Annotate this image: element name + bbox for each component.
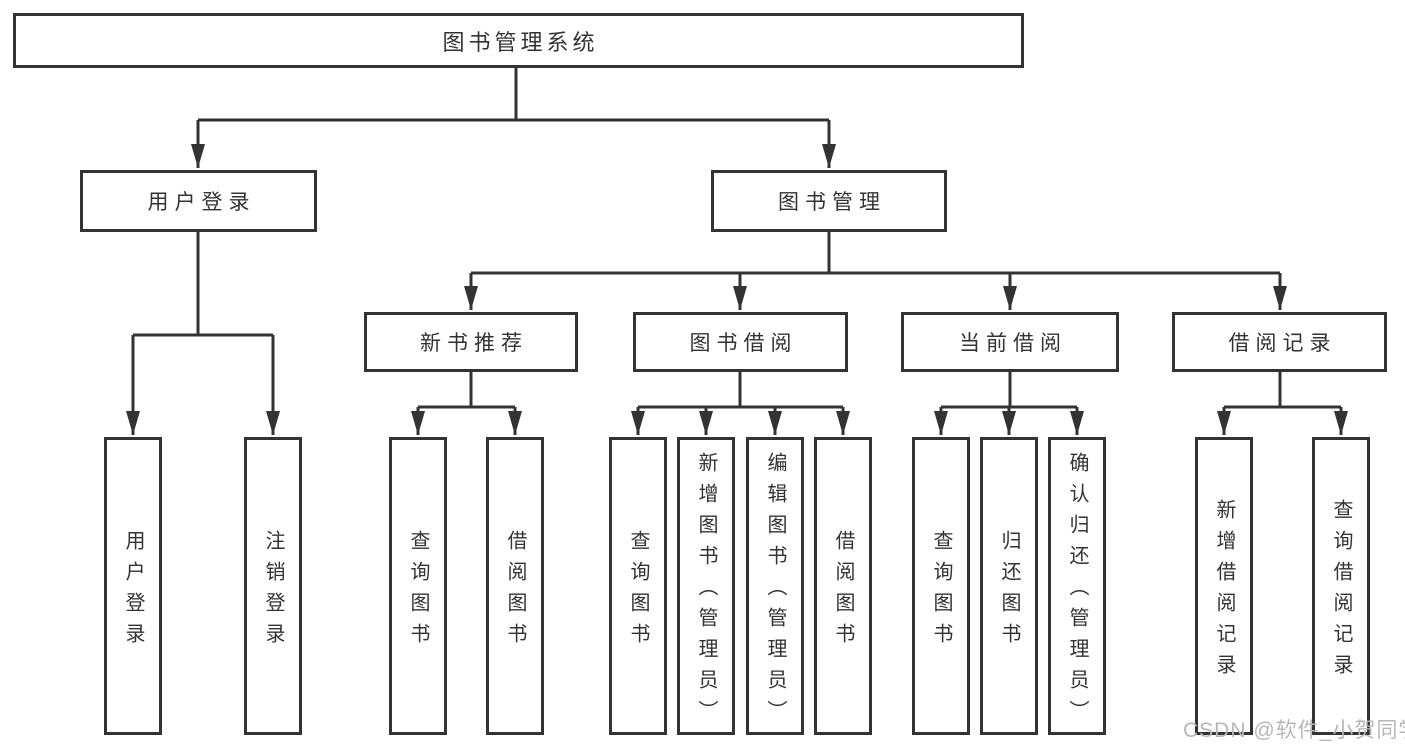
node-borrow-records-label: 借阅记录 bbox=[1228, 332, 1337, 355]
connector-user-login-children bbox=[133, 231, 273, 337]
node-leaf-return-book-label: 归还图书 bbox=[998, 529, 1020, 654]
node-root-system: 图书管理系统 bbox=[13, 13, 1024, 68]
node-leaf-borrow-books-1-label: 借阅图书 bbox=[504, 529, 526, 654]
node-leaf-confirm-return-admin: 确认归还（管理员） bbox=[1048, 437, 1106, 735]
node-new-book-recommend-label: 新书推荐 bbox=[420, 332, 528, 355]
node-leaf-borrow-books-2-label: 借阅图书 bbox=[832, 529, 854, 654]
connector-current-borrow-children bbox=[941, 370, 1077, 409]
connector-book-management-children bbox=[471, 231, 1280, 275]
node-leaf-user-login-label: 用户登录 bbox=[122, 529, 144, 654]
node-leaf-query-books-2-label: 查询图书 bbox=[627, 529, 649, 654]
node-book-borrow: 图书借阅 bbox=[633, 312, 848, 372]
connector-borrow-records-children bbox=[1224, 370, 1341, 409]
connector-root-to-level1 bbox=[198, 68, 829, 122]
node-leaf-logout-label: 注销登录 bbox=[262, 529, 284, 654]
node-book-management: 图书管理 bbox=[711, 170, 947, 232]
node-leaf-add-book-admin-label: 新增图书（管理员） bbox=[695, 452, 717, 731]
node-book-borrow-label: 图书借阅 bbox=[689, 332, 798, 355]
node-leaf-add-book-admin: 新增图书（管理员） bbox=[677, 437, 735, 735]
node-root-label: 图书管理系统 bbox=[442, 29, 599, 55]
node-current-borrow: 当前借阅 bbox=[901, 312, 1119, 372]
node-leaf-edit-book-admin-label: 编辑图书（管理员） bbox=[764, 452, 786, 731]
node-new-book-recommend: 新书推荐 bbox=[364, 312, 578, 372]
node-leaf-query-books-1: 查询图书 bbox=[389, 437, 447, 735]
node-leaf-logout: 注销登录 bbox=[244, 437, 302, 735]
node-current-borrow-label: 当前借阅 bbox=[959, 332, 1067, 355]
node-leaf-borrow-books-1: 借阅图书 bbox=[486, 437, 544, 735]
node-leaf-confirm-return-admin-label: 确认归还（管理员） bbox=[1066, 452, 1088, 731]
node-leaf-query-books-1-label: 查询图书 bbox=[407, 529, 429, 654]
node-leaf-query-books-3: 查询图书 bbox=[912, 437, 970, 735]
node-leaf-edit-book-admin: 编辑图书（管理员） bbox=[746, 437, 804, 735]
node-leaf-borrow-books-2: 借阅图书 bbox=[814, 437, 872, 735]
node-leaf-query-books-3-label: 查询图书 bbox=[930, 529, 952, 654]
node-book-management-label: 图书管理 bbox=[778, 191, 886, 214]
node-leaf-add-borrow-record-label: 新增借阅记录 bbox=[1213, 498, 1235, 685]
connector-new-book-recommend-children bbox=[418, 370, 515, 409]
node-leaf-return-book: 归还图书 bbox=[980, 437, 1038, 735]
node-leaf-add-borrow-record: 新增借阅记录 bbox=[1195, 437, 1253, 735]
node-leaf-user-login: 用户登录 bbox=[104, 437, 162, 735]
node-leaf-query-books-2: 查询图书 bbox=[609, 437, 667, 735]
node-user-login-label: 用户登录 bbox=[147, 191, 256, 214]
node-leaf-query-borrow-record-label: 查询借阅记录 bbox=[1330, 498, 1352, 685]
csdn-watermark: CSDN @软件_小贺同学 bbox=[1183, 719, 1405, 742]
node-user-login: 用户登录 bbox=[80, 170, 317, 232]
node-leaf-query-borrow-record: 查询借阅记录 bbox=[1312, 437, 1370, 735]
node-borrow-records: 借阅记录 bbox=[1172, 312, 1387, 372]
connector-book-borrow-children bbox=[638, 370, 843, 409]
